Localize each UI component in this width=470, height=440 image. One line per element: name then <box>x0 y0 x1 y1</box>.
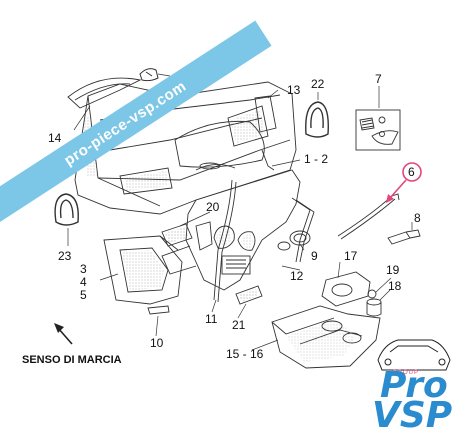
callout-3: 3 <box>80 262 87 276</box>
cylinder-18 <box>366 298 382 317</box>
pin-8 <box>387 229 421 245</box>
callout-9: 9 <box>311 249 318 263</box>
logo-car-icon <box>377 339 451 371</box>
knob-19 <box>367 289 377 299</box>
logo-line-2: VSP <box>372 395 453 436</box>
callout-21: 21 <box>232 318 246 332</box>
direction-arrow <box>54 323 73 345</box>
callout-15-16: 15 - 16 <box>226 347 264 361</box>
callout-13: 13 <box>287 83 301 97</box>
seal-profile-23 <box>54 193 79 226</box>
callout-6: 6 <box>408 165 415 179</box>
callout-23: 23 <box>58 249 72 263</box>
screw-and-knob-7 <box>355 109 401 151</box>
switch-21 <box>235 285 263 305</box>
callout-4: 4 <box>80 275 87 289</box>
callout-5: 5 <box>80 288 87 302</box>
panel-20 <box>161 223 193 247</box>
callout-18: 18 <box>388 279 402 293</box>
side-panel-hatch <box>122 250 164 290</box>
trim-strip <box>213 149 315 303</box>
callout-7: 7 <box>375 72 382 86</box>
direction-label: SENSO DI MARCIA <box>22 354 122 366</box>
highlight-arrow-6 <box>386 162 422 203</box>
logo-line-1: Pro <box>380 365 448 406</box>
panel-20-hatch <box>165 227 189 243</box>
console-hatch <box>286 320 356 362</box>
logo-tag: GROUP <box>392 370 420 376</box>
callout-11: 11 <box>205 312 218 326</box>
callout-8: 8 <box>414 211 421 225</box>
callout-17: 17 <box>344 249 358 263</box>
seal-profile-22 <box>305 101 329 138</box>
bracket-10 <box>147 305 170 315</box>
cupholder-17 <box>321 271 371 307</box>
defroster-grille <box>67 77 142 109</box>
callout-12: 12 <box>290 269 304 283</box>
switch-21-hatch <box>239 289 259 302</box>
vent-ring-9 <box>277 230 311 251</box>
clip-24 <box>139 68 159 82</box>
leader-lines <box>67 73 413 351</box>
callout-14: 14 <box>48 131 62 145</box>
callout-1-2: 1 - 2 <box>304 152 329 166</box>
callout-22: 22 <box>311 77 325 91</box>
callout-20: 20 <box>206 200 220 214</box>
callout-19: 19 <box>386 263 400 277</box>
callout-10: 10 <box>150 336 164 350</box>
lower-dashboard <box>161 169 301 291</box>
